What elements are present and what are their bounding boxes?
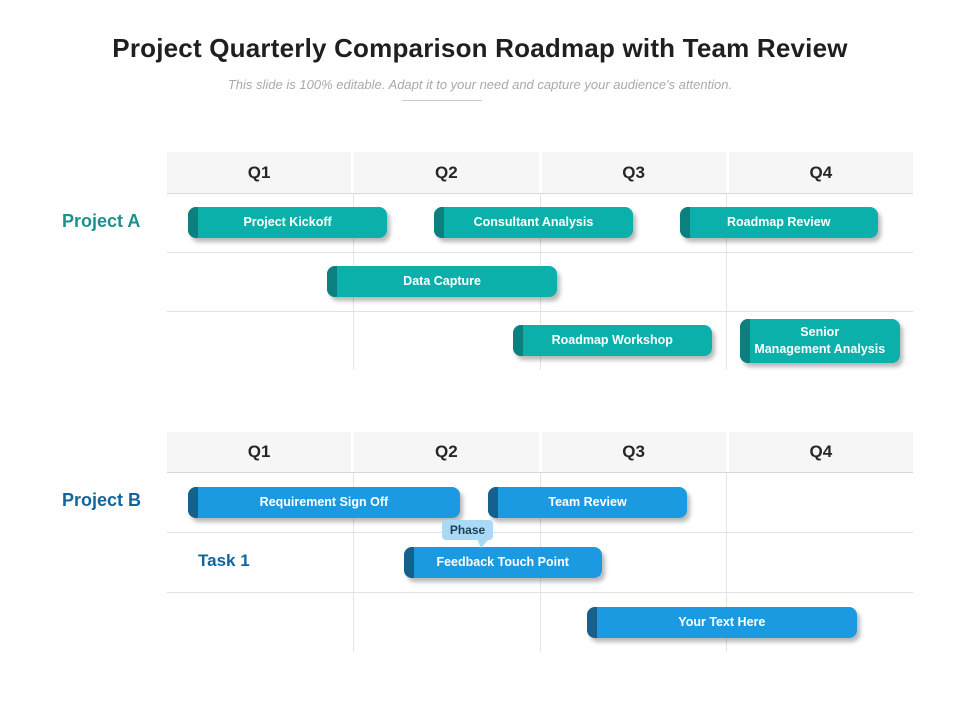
- section-label-project-b: Project B: [62, 490, 142, 510]
- bar-label: Your Text Here: [678, 614, 766, 629]
- bar-left-edge: [433, 207, 444, 238]
- row-label-task-1: Task 1: [198, 551, 250, 570]
- quarter-header-q4: Q4: [728, 432, 913, 472]
- bar-left-edge: [188, 207, 199, 238]
- bar-left-edge: [586, 606, 597, 638]
- quarter-header-q2: Q2: [354, 432, 539, 472]
- bar-left-edge: [487, 486, 498, 518]
- section-label-project-a: Project A: [62, 210, 141, 231]
- bar-consultant-analysis[interactable]: Consultant Analysis: [433, 207, 634, 238]
- bar-data-capture[interactable]: Data Capture: [327, 266, 557, 297]
- quarter-header-q3: Q3: [541, 432, 726, 472]
- grid-vline: [726, 193, 727, 370]
- quarter-header-q4: Q4: [728, 152, 913, 193]
- bar-label-line: Senior: [800, 325, 840, 340]
- grid-hline: [167, 472, 913, 473]
- grid-hline: [167, 532, 913, 533]
- grid-hline: [167, 311, 913, 312]
- gantt-row: Task 1 Feedback Touch Point Phase: [167, 519, 913, 592]
- page-title: Project Quarterly Comparison Roadmap wit…: [112, 33, 848, 63]
- bar-left-edge: [739, 318, 750, 363]
- bar-your-text-here[interactable]: Your Text Here: [586, 606, 858, 638]
- bar-label: Team Review: [548, 494, 627, 509]
- subtitle-underline: [402, 100, 482, 101]
- bar-label: Feedback Touch Point: [436, 554, 569, 569]
- bar-left-edge: [188, 486, 199, 518]
- bar-left-edge: [327, 266, 338, 297]
- bar-label: Requirement Sign Off: [259, 494, 389, 509]
- bar-label: Roadmap Review: [726, 215, 831, 230]
- gantt-row: Project Kickoff Consultant Analysis Roadma…: [167, 193, 913, 252]
- bar-left-edge: [512, 325, 523, 356]
- quarter-header-q1: Q1: [167, 432, 352, 472]
- bar-label: Consultant Analysis: [473, 215, 594, 230]
- gantt-row: Requirement Sign Off Team Review: [167, 472, 913, 532]
- bar-label: Data Capture: [403, 274, 481, 289]
- quarter-header-q2: Q2: [354, 152, 539, 193]
- quarter-header-q3: Q3: [541, 152, 726, 193]
- bar-label: Project Kickoff: [243, 215, 332, 230]
- gantt-row: Data Capture: [167, 252, 913, 311]
- grid-hline: [167, 193, 913, 194]
- gantt-row: Your Text Here: [167, 592, 913, 652]
- page-subtitle: This slide is 100% editable. Adapt it to…: [227, 77, 733, 92]
- bar-team-review[interactable]: Team Review: [487, 486, 688, 518]
- bar-feedback-touch-point[interactable]: Feedback Touch Point Phase: [403, 519, 602, 578]
- bar-label: Roadmap Workshop: [551, 333, 673, 348]
- callout-phase[interactable]: Phase: [441, 519, 494, 548]
- bar-roadmap-workshop[interactable]: Roadmap Workshop: [512, 325, 712, 356]
- quarter-header-q1: Q1: [167, 152, 352, 193]
- bar-project-kickoff[interactable]: Project Kickoff: [188, 207, 388, 238]
- grid-hline: [167, 252, 913, 253]
- bar-requirement-sign-off[interactable]: Requirement Sign Off: [188, 486, 460, 518]
- bar-left-edge: [679, 207, 690, 238]
- bar-roadmap-review[interactable]: Roadmap Review: [679, 207, 878, 238]
- bar-label-line: Management Analysis: [754, 341, 886, 356]
- grid-vline: [726, 472, 727, 652]
- grid-vline: [353, 472, 354, 652]
- grid-hline: [167, 592, 913, 593]
- bar-left-edge: [403, 546, 414, 578]
